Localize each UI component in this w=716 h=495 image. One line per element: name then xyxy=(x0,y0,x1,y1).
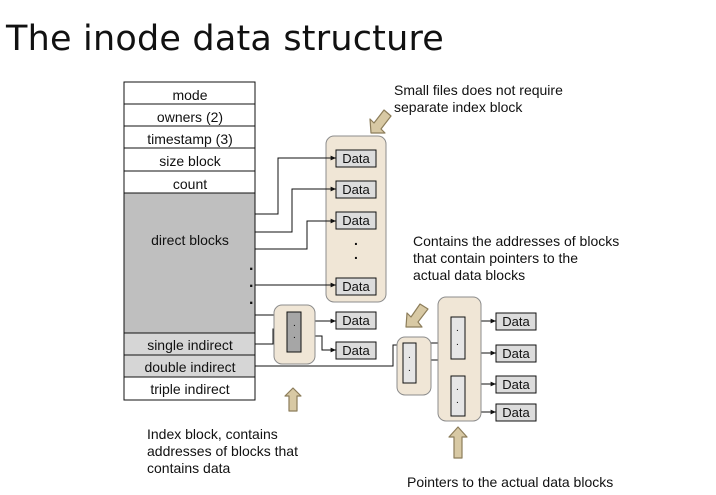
data-block-label: Data xyxy=(342,313,370,328)
data-block xyxy=(495,375,537,394)
index-dot: . xyxy=(456,337,459,348)
index-dot: . xyxy=(293,318,296,329)
triple-indirect-label: triple indirect xyxy=(150,381,229,397)
double-indirect-group: . . . . . . xyxy=(396,296,482,422)
contains-addresses-callout-arrow xyxy=(405,303,429,328)
data-block xyxy=(335,277,377,296)
panel-dot: . xyxy=(354,232,358,248)
index-dot: . xyxy=(456,382,459,393)
double-second-index-block xyxy=(450,375,466,417)
pointers-callout-arrow xyxy=(448,426,468,459)
caption-line: contains data xyxy=(147,460,231,476)
single-indirect-data: Data Data xyxy=(335,311,377,360)
index-block-caption: Index block, contains addresses of block… xyxy=(147,426,298,477)
index-block-callout-arrow xyxy=(284,387,302,412)
double-second-index-block xyxy=(450,316,466,360)
data-block-label: Data xyxy=(342,213,370,228)
single-indirect-label: single indirect xyxy=(147,337,233,353)
small-files-caption: Small files does not require separate in… xyxy=(394,82,563,116)
data-block xyxy=(495,344,537,363)
caption-line: actual data blocks xyxy=(413,267,526,283)
double-indirect-label: double indirect xyxy=(144,359,235,375)
callout-arrows xyxy=(284,109,468,459)
data-block-label: Data xyxy=(502,314,530,329)
data-block-label: Data xyxy=(502,405,530,420)
data-block xyxy=(335,311,377,330)
data-block-label: Data xyxy=(502,346,530,361)
contains-addresses-caption: Contains the addresses of blocks that co… xyxy=(413,233,619,284)
caption-line: Contains the addresses of blocks xyxy=(413,233,620,249)
direct-data-blocks: Data Data Data Data . . xyxy=(335,149,377,296)
data-block-label: Data xyxy=(342,279,370,294)
inode-field-timestamp: timestamp (3) xyxy=(147,131,233,147)
inode-table: mode owners (2) timestamp (3) size block… xyxy=(123,81,256,401)
data-block xyxy=(495,403,537,422)
single-index-block xyxy=(286,311,302,353)
panel-dot: . xyxy=(354,246,358,262)
index-dot: . xyxy=(456,323,459,334)
data-block-label: Data xyxy=(342,343,370,358)
caption-line: Pointers to the actual data blocks xyxy=(407,474,614,490)
data-block xyxy=(495,312,537,331)
table-dot: . xyxy=(249,291,253,308)
caption-line: Index block, contains xyxy=(147,426,278,442)
inode-field-mode: mode xyxy=(172,87,207,103)
data-block xyxy=(335,180,377,199)
caption-line: that contain pointers to the xyxy=(413,250,578,266)
direct-blocks-cell xyxy=(123,192,256,334)
small-files-callout-arrow xyxy=(369,109,392,134)
table-dot: . xyxy=(249,257,253,274)
caption-line: addresses of blocks that xyxy=(147,443,298,459)
index-dot: . xyxy=(408,350,411,361)
double-indirect-data: Data Data Data Data xyxy=(495,312,537,422)
inode-field-count: count xyxy=(173,176,207,192)
direct-blocks-label: direct blocks xyxy=(151,232,229,248)
data-block-label: Data xyxy=(342,182,370,197)
page-title: The inode data structure xyxy=(6,19,445,59)
data-block-label: Data xyxy=(342,151,370,166)
inode-field-size-block: size block xyxy=(159,153,221,169)
index-dot: . xyxy=(408,363,411,374)
table-dot: . xyxy=(249,274,253,291)
data-block xyxy=(335,149,377,168)
index-dot: . xyxy=(456,395,459,406)
data-block-label: Data xyxy=(502,377,530,392)
triple-indirect-cell xyxy=(123,376,256,401)
double-first-index-block xyxy=(402,342,417,384)
caption-line: Small files does not require xyxy=(394,82,563,98)
inode-field-owners: owners (2) xyxy=(157,109,223,125)
data-block xyxy=(335,341,377,360)
pointers-caption: Pointers to the actual data blocks xyxy=(407,474,613,491)
data-block xyxy=(335,211,377,230)
single-indirect-group: . . xyxy=(273,304,316,365)
caption-line: separate index block xyxy=(394,99,523,115)
index-dot: . xyxy=(293,330,296,341)
